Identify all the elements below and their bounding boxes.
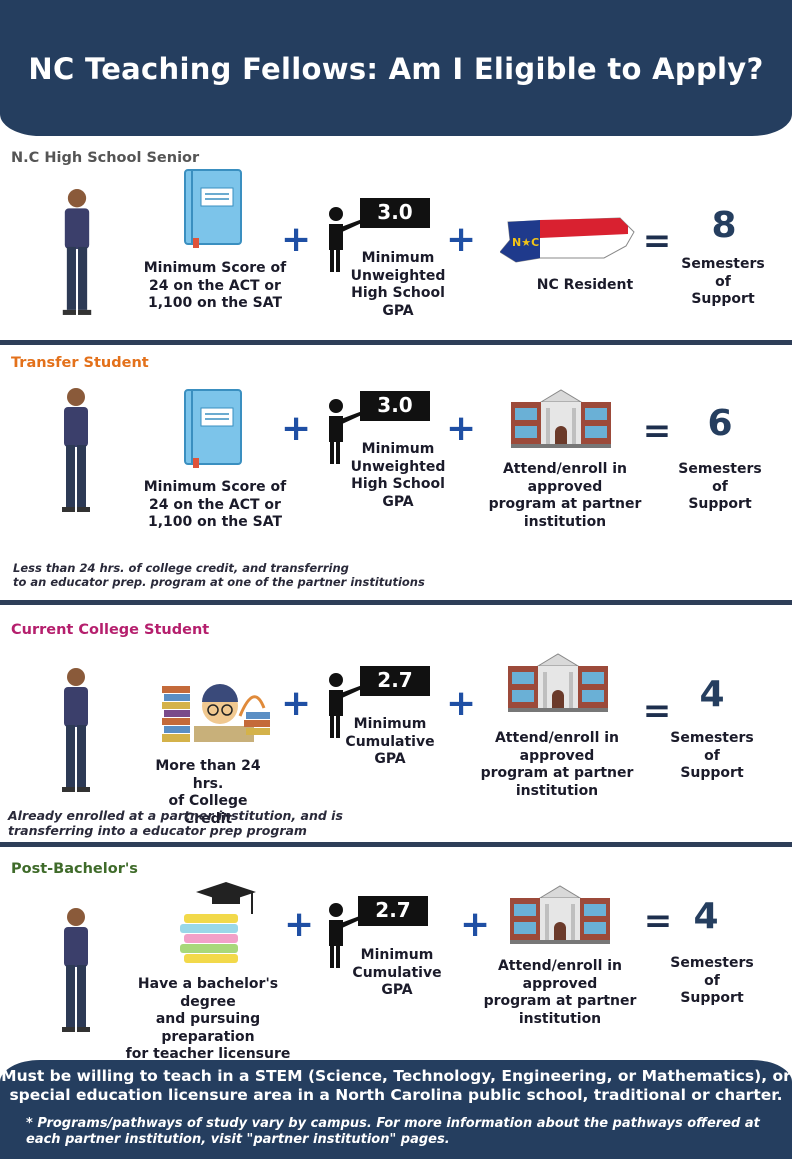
requirement-gpa: Minimum Cumulative GPA	[352, 947, 442, 998]
section-divider	[0, 340, 792, 345]
campus-building-icon	[508, 652, 608, 712]
equals-icon: =	[642, 411, 672, 451]
student-illustration-icon	[56, 660, 96, 800]
section-note: Less than 24 hrs. of college credit, and…	[13, 561, 425, 589]
requirement-gpa: Minimum Cumulative GPA	[345, 716, 435, 767]
student-illustration-icon	[55, 186, 99, 318]
semesters-count: 6	[707, 403, 733, 444]
plus-icon: +	[281, 408, 312, 449]
plus-icon: +	[446, 408, 477, 449]
book-icon	[183, 168, 243, 248]
plus-icon: +	[284, 904, 315, 945]
student-illustration-icon	[56, 384, 96, 516]
equals-icon: =	[643, 901, 673, 941]
plus-icon: +	[446, 219, 477, 260]
requirement-enrollment: Attend/enroll in approved program at par…	[483, 958, 637, 1027]
semesters-label: Semesters of Support	[678, 461, 762, 512]
semesters-count: 4	[693, 896, 719, 937]
requirement-degree: Have a bachelor's degree and pursuing pr…	[125, 976, 291, 1062]
section-title-transfer: Transfer Student	[11, 355, 149, 371]
graduation-cap-books-icon	[180, 882, 256, 963]
requirement-enrollment: Attend/enroll in approved program at par…	[488, 461, 642, 530]
plus-icon: +	[281, 219, 312, 260]
equals-icon: =	[642, 691, 672, 731]
requirement-enrollment: Attend/enroll in approved program at par…	[480, 730, 634, 799]
section-title-current: Current College Student	[11, 622, 210, 638]
section-note: Already enrolled at a partner institutio…	[8, 808, 343, 838]
semesters-label: Semesters of Support	[670, 730, 754, 781]
requirement-test-score: Minimum Score of 24 on the ACT or 1,100 …	[143, 479, 287, 530]
requirement-gpa: Minimum Unweighted High School GPA	[350, 250, 446, 319]
semesters-label: Semesters of Support	[670, 955, 754, 1006]
nc-state-flag-icon: N★C	[500, 217, 635, 263]
books-stack-icon	[162, 684, 270, 742]
gpa-board: 3.0	[360, 391, 430, 421]
semesters-label: Semesters of Support	[681, 256, 765, 307]
requirement-residency: NC Resident	[536, 277, 634, 293]
plus-icon: +	[281, 683, 312, 724]
campus-building-icon	[511, 388, 611, 448]
plus-icon: +	[446, 683, 477, 724]
requirement-college-credit: More than 24 hrs. of College Credit	[155, 758, 261, 827]
gpa-board: 2.7	[360, 666, 430, 696]
section-title-post-bachelors: Post-Bachelor's	[11, 861, 138, 877]
requirement-test-score: Minimum Score of 24 on the ACT or 1,100 …	[143, 260, 287, 311]
section-title-senior: N.C High School Senior	[11, 150, 200, 166]
section-divider	[0, 842, 792, 847]
header-banner	[0, 0, 792, 136]
footer-note: * Programs/pathways of study vary by cam…	[26, 1116, 760, 1147]
plus-icon: +	[460, 904, 491, 945]
semesters-count: 4	[699, 674, 725, 715]
book-icon	[183, 388, 243, 468]
page-title: NC Teaching Fellows: Am I Eligible to Ap…	[28, 52, 764, 86]
student-illustration-icon	[56, 890, 96, 1050]
gpa-board: 3.0	[360, 198, 430, 228]
svg-text:N★C: N★C	[512, 236, 539, 249]
footer-requirement: Must be willing to teach in a STEM (Scie…	[1, 1067, 791, 1104]
section-divider	[0, 600, 792, 605]
campus-building-icon	[510, 884, 610, 944]
footer-banner	[0, 1060, 792, 1159]
semesters-count: 8	[711, 205, 737, 246]
gpa-board: 2.7	[358, 896, 428, 926]
equals-icon: =	[642, 221, 672, 261]
requirement-gpa: Minimum Unweighted High School GPA	[350, 441, 446, 510]
